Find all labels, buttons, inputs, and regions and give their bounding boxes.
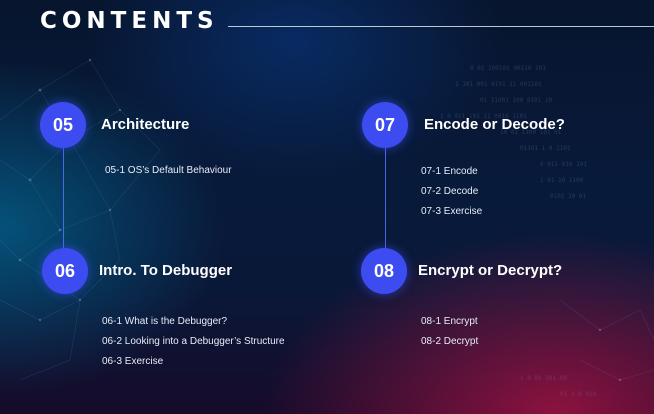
section-item: 05-1 OS’s Default Behaviour [105, 165, 232, 176]
section-item: 06-3 Exercise [102, 356, 164, 367]
section-number-badge: 05 [40, 102, 86, 148]
section-heading: Intro. To Debugger [99, 262, 233, 279]
svg-text:0101 10 01: 0101 10 01 [550, 193, 587, 200]
section-heading: Encrypt or Decrypt? [418, 262, 563, 279]
section-heading: Architecture [101, 116, 190, 133]
section-item: 08-1 Encrypt [421, 316, 478, 327]
svg-text:0 01 100101 00110 101: 0 01 100101 00110 101 [470, 65, 546, 72]
svg-text:01 1 0 010: 01 1 0 010 [560, 391, 597, 398]
section-item: 06-1 What is the Debugger? [102, 316, 228, 327]
svg-text:0 011 010 101: 0 011 010 101 [540, 161, 587, 168]
svg-text:1 0 01 101 00: 1 0 01 101 00 [520, 375, 567, 382]
title-divider [228, 26, 654, 27]
connector-line-left [63, 148, 64, 251]
section-heading: Encode or Decode? [424, 116, 565, 133]
page-title: CONTENTS [40, 8, 219, 34]
section-number-badge: 08 [361, 248, 407, 294]
svg-text:01101 1 0 1101: 01101 1 0 1101 [520, 145, 571, 152]
section-number-badge: 06 [42, 248, 88, 294]
section-item: 07-3 Exercise [421, 206, 483, 217]
svg-text:1 01 10 1100: 1 01 10 1100 [540, 177, 584, 184]
section-item: 07-1 Encode [421, 166, 478, 177]
section-item: 08-2 Decrypt [421, 336, 479, 347]
section-item: 06-2 Looking into a Debugger’s Structure [102, 336, 285, 347]
section-number-badge: 07 [362, 102, 408, 148]
section-item: 07-2 Decode [421, 186, 479, 197]
svg-text:1 101 001 0101 11 001101: 1 101 001 0101 11 001101 [455, 81, 542, 88]
connector-line-right [385, 148, 386, 251]
svg-text:01 11001 100 0101 10: 01 11001 100 0101 10 [480, 97, 553, 104]
